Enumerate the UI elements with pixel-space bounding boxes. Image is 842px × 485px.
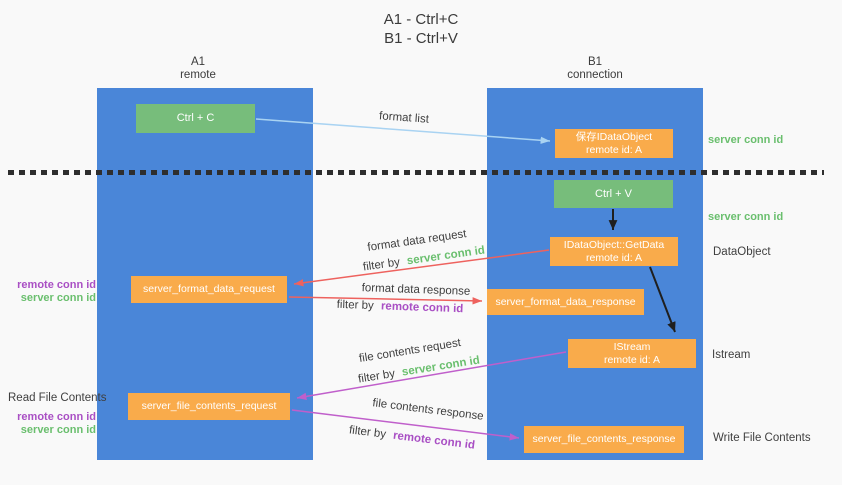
node-ctrl-c-label: Ctrl + C: [176, 112, 215, 124]
dataobject-text: DataObject: [713, 246, 771, 258]
node-file-response-label: server_file_contents_response: [532, 433, 676, 445]
right-server-conn-id-1: server conn id: [708, 134, 783, 146]
node-ctrl-c: Ctrl + C: [136, 104, 255, 133]
clipboard-boundary-divider: [8, 170, 824, 175]
server-conn-id-text: server conn id: [406, 244, 486, 268]
server-conn-id-label: server conn id: [20, 292, 96, 304]
label-file-contents-response: file contents response: [372, 397, 485, 423]
title-line-1: A1 - Ctrl+C: [383, 11, 459, 28]
node-save-line2: remote id: A: [585, 143, 643, 156]
remote-conn-id-text: remote conn id: [392, 429, 476, 452]
label-format-data-response-text: format data response: [361, 282, 471, 298]
node-getdata-line1: IDataObject::GetData: [563, 238, 665, 251]
title-line-2: B1 - Ctrl+V: [384, 30, 458, 47]
server-conn-id-text: server conn id: [708, 134, 784, 146]
label-format-data-response: format data response: [361, 282, 470, 298]
node-getdata-line2: remote id: A: [585, 251, 643, 264]
node-server-format-data-request: server_format_data_request: [131, 276, 287, 303]
node-save-line1: 保存IDataObject: [575, 130, 653, 143]
write-file-contents-text: Write File Contents: [713, 432, 811, 444]
filter-by-text: filter by: [336, 298, 374, 313]
read-file-contents-text: Read File Contents: [8, 392, 107, 404]
remote-conn-id-text: remote conn id: [380, 300, 464, 316]
node-server-file-contents-request: server_file_contents_request: [128, 393, 290, 420]
remote-conn-id-label: remote conn id: [17, 279, 96, 291]
node-ctrl-v-label: Ctrl + V: [595, 187, 632, 200]
node-idataobject-getdata: IDataObject::GetData remote id: A: [550, 237, 678, 266]
istream-label: Istream: [712, 349, 750, 361]
label-filter-by-remote-conn-id-1: filter by remote conn id: [336, 299, 463, 315]
dataobject-label: DataObject: [713, 246, 771, 258]
column-header-a1: A1 remote: [90, 56, 306, 82]
node-ctrl-v: Ctrl + V: [554, 180, 673, 208]
node-save-idataobject: 保存IDataObject remote id: A: [555, 129, 673, 158]
filter-by-text: filter by: [348, 424, 387, 441]
filter-by-text: filter by: [362, 256, 401, 274]
istream-text: Istream: [712, 349, 751, 361]
label-format-list: format list: [379, 110, 430, 125]
column-b1-name: B1: [587, 56, 603, 68]
filter-by-text: filter by: [357, 367, 396, 386]
left-conn-id-pair-top: remote conn id server conn id: [17, 279, 96, 305]
label-filter-by-remote-conn-id-2: filter by remote conn id: [348, 424, 475, 451]
label-file-contents-response-text: file contents response: [371, 397, 485, 423]
server-conn-id-label: server conn id: [20, 424, 96, 436]
server-conn-id-text: server conn id: [708, 211, 784, 223]
right-server-conn-id-2: server conn id: [708, 211, 783, 223]
diagram-title: A1 - Ctrl+C B1 - Ctrl+V: [0, 10, 842, 48]
server-conn-id-text: server conn id: [401, 354, 481, 379]
node-format-request-label: server_format_data_request: [143, 283, 275, 295]
remote-conn-id-label: remote conn id: [17, 411, 96, 423]
column-a1-name: A1: [190, 56, 206, 68]
column-b1-role: connection: [567, 69, 623, 81]
left-conn-id-pair-bottom: remote conn id server conn id: [17, 411, 96, 437]
label-format-list-text: format list: [378, 110, 430, 126]
node-file-request-label: server_file_contents_request: [141, 400, 277, 412]
node-server-format-data-response: server_format_data_response: [487, 289, 644, 315]
node-server-file-contents-response: server_file_contents_response: [524, 426, 684, 453]
node-istream-line1: IStream: [613, 340, 651, 353]
node-istream: IStream remote id: A: [568, 339, 696, 368]
node-istream-line2: remote id: A: [603, 353, 661, 366]
node-format-response-label: server_format_data_response: [495, 295, 636, 308]
column-a1-role: remote: [180, 69, 216, 81]
column-header-b1: B1 connection: [487, 56, 703, 82]
write-file-contents-label: Write File Contents: [713, 432, 811, 444]
read-file-contents-label: Read File Contents: [8, 392, 106, 404]
